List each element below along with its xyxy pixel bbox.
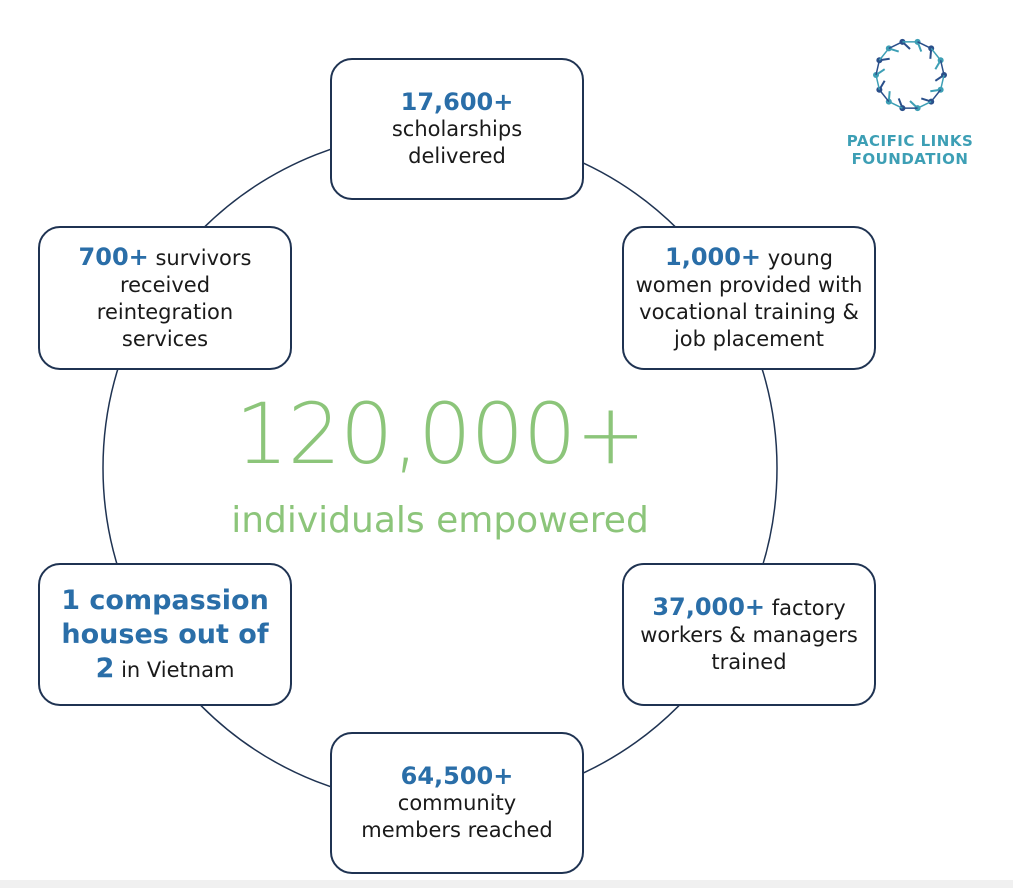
logo-arm xyxy=(879,57,890,62)
stat-text: survivors received reintegration service… xyxy=(96,245,252,351)
people-circle-logo-icon xyxy=(873,38,947,112)
stat-vocational: 1,000+ young women provided with vocatio… xyxy=(622,226,876,370)
logo-arm xyxy=(887,91,891,102)
logo-arm xyxy=(878,80,886,91)
logo-name-line1: PACIFIC LINKS xyxy=(846,132,974,150)
logo-text: PACIFIC LINKS FOUNDATION xyxy=(835,132,985,168)
logo-name-line2: FOUNDATION xyxy=(851,150,969,168)
logo-arm xyxy=(901,41,911,50)
stat-value: 17,600+ xyxy=(400,87,514,116)
stat-text: young women provided with vocational tra… xyxy=(635,245,863,351)
logo-arm xyxy=(934,59,942,70)
logo-arm xyxy=(897,98,904,109)
stat-text: community members reached xyxy=(361,790,553,842)
stat-survivors: 700+ survivors received reintegration se… xyxy=(38,226,292,370)
stat-community: 64,500+community members reached xyxy=(330,732,584,874)
logo-arm xyxy=(888,47,900,53)
logo-arm xyxy=(929,48,933,59)
bottom-strip xyxy=(0,880,1013,888)
stat-text: in Vietnam xyxy=(121,657,235,682)
stat-factory-workers: 37,000+ factory workers & managers train… xyxy=(622,563,876,706)
stat-value: 64,500+ xyxy=(400,761,514,790)
stat-scholarships: 17,600+scholarships delivered xyxy=(330,58,584,200)
stat-value: 1,000+ xyxy=(665,242,762,271)
center-label: individuals empowered xyxy=(231,500,649,541)
logo-arm xyxy=(934,74,945,82)
center-total: 120,000+ xyxy=(235,385,646,483)
stat-compassion-houses: 1 compassion houses out of 2 in Vietnam xyxy=(38,563,292,706)
stat-value: 37,000+ xyxy=(652,592,766,621)
logo-arm xyxy=(920,97,932,103)
stat-value: 700+ xyxy=(78,242,149,271)
logo-arm xyxy=(875,68,886,76)
logo: PACIFIC LINKS FOUNDATION xyxy=(835,30,985,168)
stat-text: factory workers & managers trained xyxy=(640,595,858,674)
logo-arm xyxy=(930,88,941,93)
logo-link xyxy=(939,60,945,76)
stat-text: scholarships delivered xyxy=(391,116,523,168)
logo-arm xyxy=(916,41,923,52)
stat-value: 1 compassion houses out of 2 xyxy=(61,584,269,684)
logo-arm xyxy=(909,100,919,109)
